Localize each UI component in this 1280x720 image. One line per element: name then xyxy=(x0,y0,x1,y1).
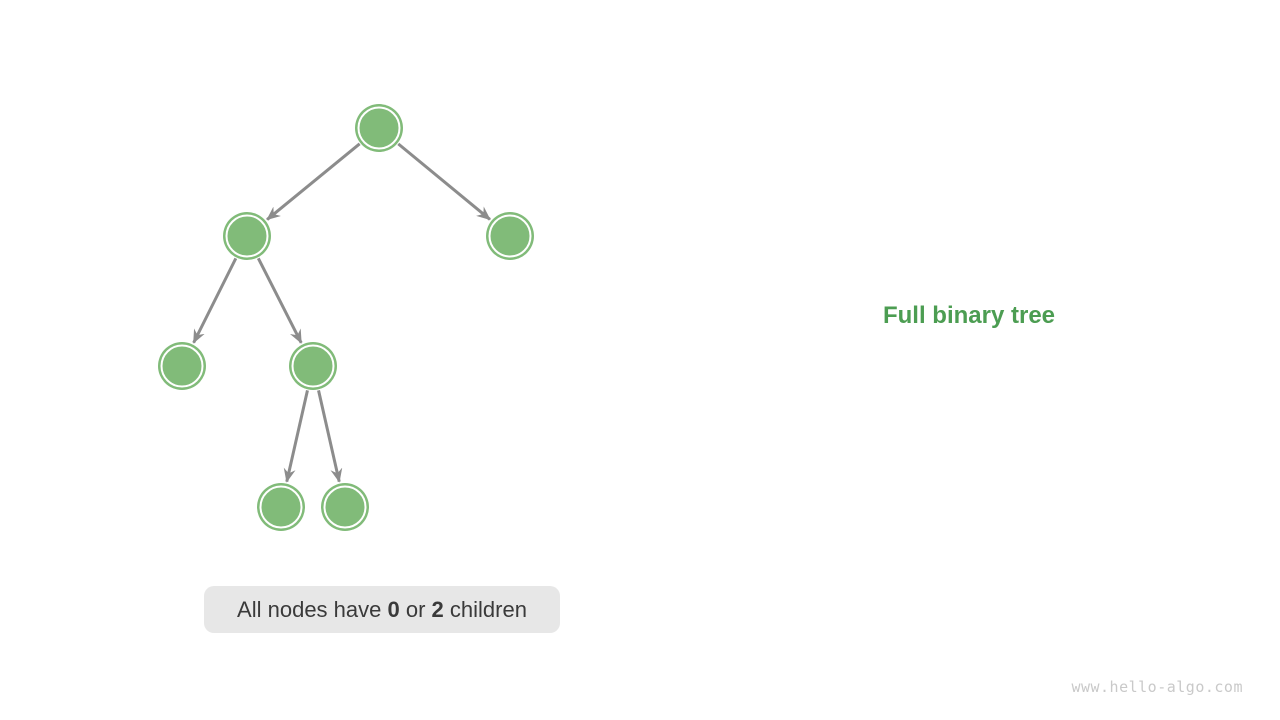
tree-node-root xyxy=(355,104,403,152)
caption-text-segment: All nodes have xyxy=(237,596,388,622)
tree-node-l2-left xyxy=(223,212,271,260)
tree-node-l4-left xyxy=(257,483,305,531)
tree-nodes xyxy=(158,104,534,531)
tree-edge xyxy=(192,257,238,344)
caption-text-segment: children xyxy=(443,596,527,622)
tree-node-l2-right xyxy=(486,212,534,260)
tree-edge xyxy=(266,142,361,221)
caption-text-segment: or xyxy=(399,596,432,622)
caption-text-segment: 0 xyxy=(387,596,400,622)
tree-node-l3-mid xyxy=(289,342,337,390)
watermark: www.hello-algo.com xyxy=(1071,678,1243,696)
tree-edges xyxy=(192,142,491,483)
tree-node-l4-right xyxy=(321,483,369,531)
caption-text-segment: 2 xyxy=(431,596,444,622)
tree-edge xyxy=(317,390,343,483)
tree-edge xyxy=(256,257,303,344)
tree-node-l3-left xyxy=(158,342,206,390)
diagram-title: Full binary tree xyxy=(882,302,1056,329)
caption-box: All nodes have 0 or 2 children xyxy=(204,586,560,633)
tree-edge xyxy=(397,142,491,221)
tree-edge xyxy=(283,390,309,483)
